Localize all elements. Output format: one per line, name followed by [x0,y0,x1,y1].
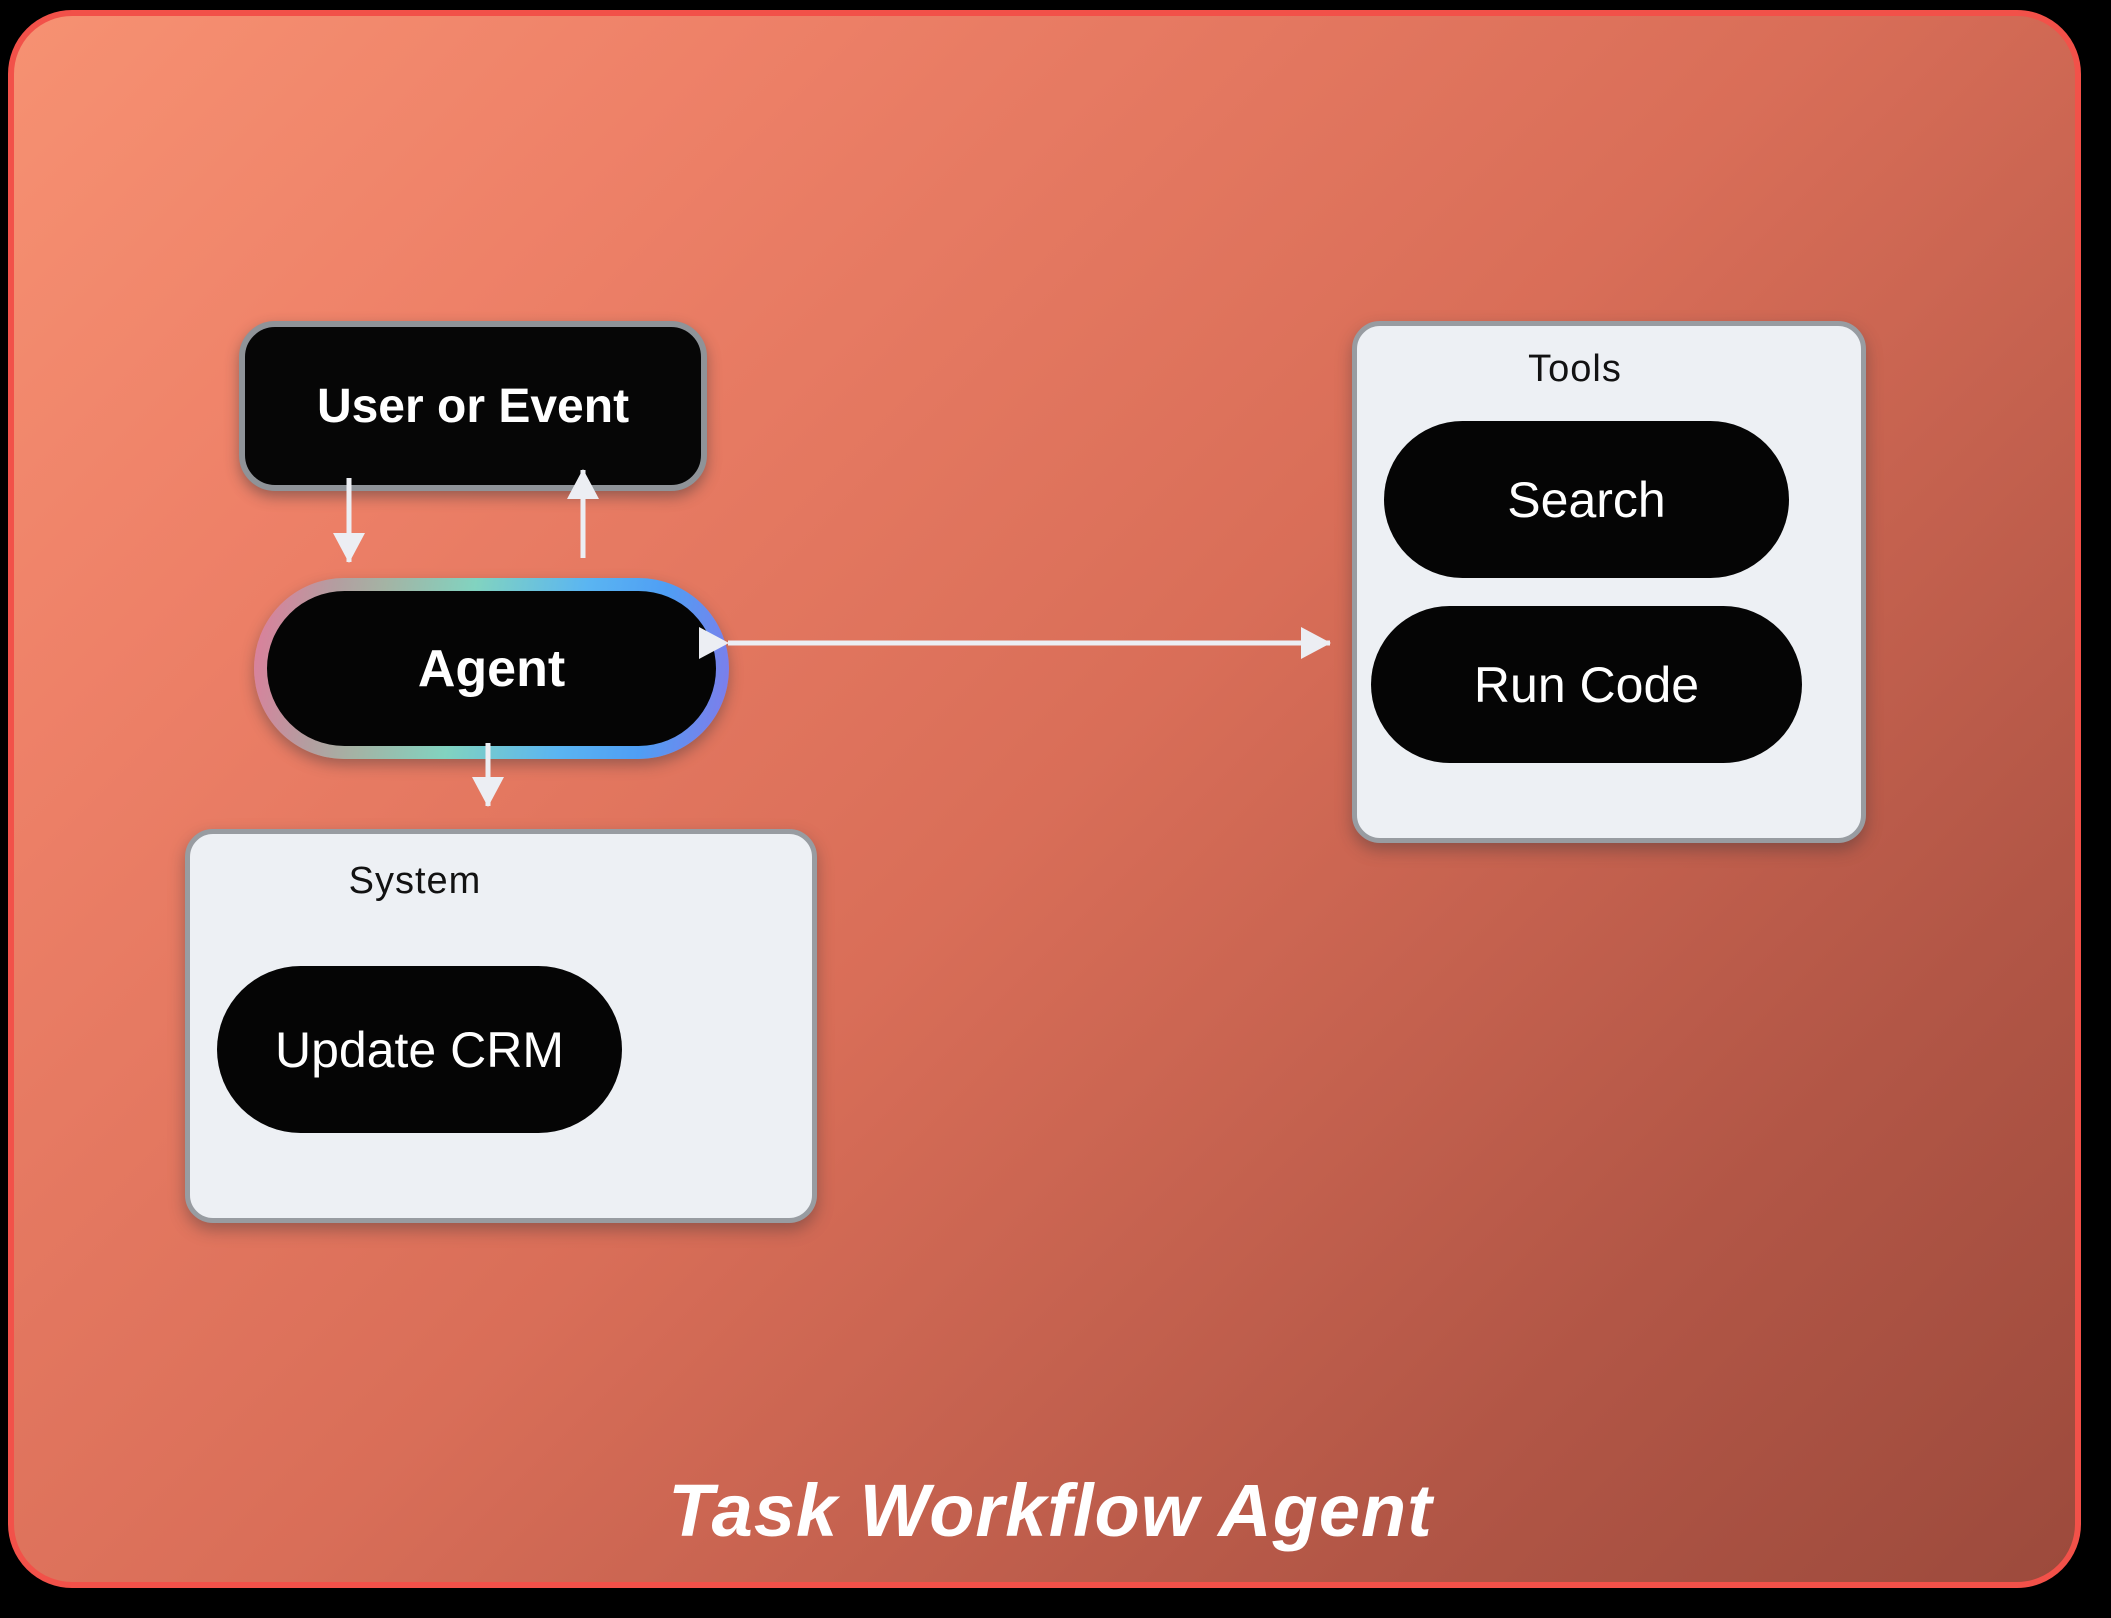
tools-panel: Tools Search Run Code [1352,321,1866,843]
search-pill: Search [1384,421,1789,578]
diagram-title: Task Workflow Agent [668,1469,1433,1552]
tools-panel-title: Tools [1528,348,1622,390]
system-panel-title: System [348,860,482,902]
run-code-pill: Run Code [1371,606,1802,763]
agent-pill: Agent [267,591,716,746]
workflow-card: User or Event Agent System Update CRM To… [8,10,2081,1588]
user-or-event-label: User or Event [316,379,630,433]
system-panel: System Update CRM [185,829,817,1223]
agent-label: Agent [417,639,566,698]
update-crm-pill: Update CRM [217,966,622,1133]
update-crm-label: Update CRM [275,1021,564,1078]
search-label: Search [1507,471,1666,528]
run-code-label: Run Code [1473,656,1700,713]
agent-node: Agent [254,578,729,759]
user-or-event-node: User or Event [239,321,707,491]
